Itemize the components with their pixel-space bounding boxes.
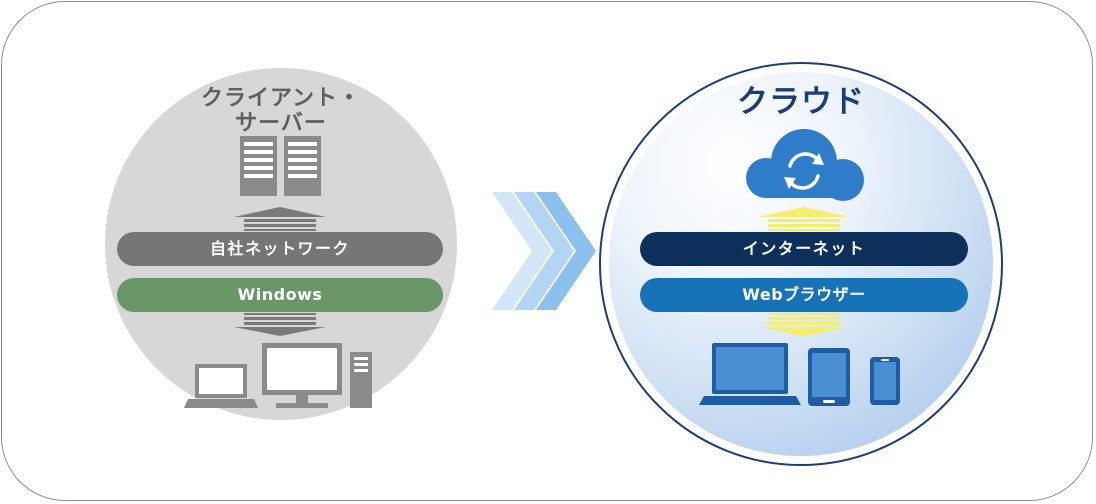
- client-server-title-line2: サーバー: [235, 111, 327, 136]
- tablet-icon: [808, 348, 850, 406]
- client-server-title-line1: クライアント・: [200, 86, 362, 111]
- cloud-title: クラウド: [737, 84, 865, 120]
- browser-pill: Webブラウザー: [640, 278, 968, 312]
- up-arrow-icon: [758, 207, 850, 231]
- cloud-sync-icon: [746, 129, 864, 201]
- laptop-icon: [184, 364, 258, 408]
- desktop-monitor-icon: [262, 343, 342, 408]
- pc-tower-icon: [350, 352, 372, 408]
- smartphone-icon: [870, 357, 900, 405]
- chevron-right-icon: [492, 192, 596, 310]
- laptop-icon: [699, 343, 801, 405]
- down-arrow-icon: [234, 313, 326, 336]
- up-arrow-icon: [234, 207, 326, 231]
- down-arrow-icon: [758, 313, 850, 336]
- network-pill: 自社ネットワーク: [117, 232, 443, 266]
- internet-pill: インターネット: [640, 232, 968, 266]
- client-server-title: クライアント・ サーバー: [191, 86, 371, 136]
- server-rack-icon: [240, 136, 321, 196]
- windows-pill: Windows: [117, 278, 443, 312]
